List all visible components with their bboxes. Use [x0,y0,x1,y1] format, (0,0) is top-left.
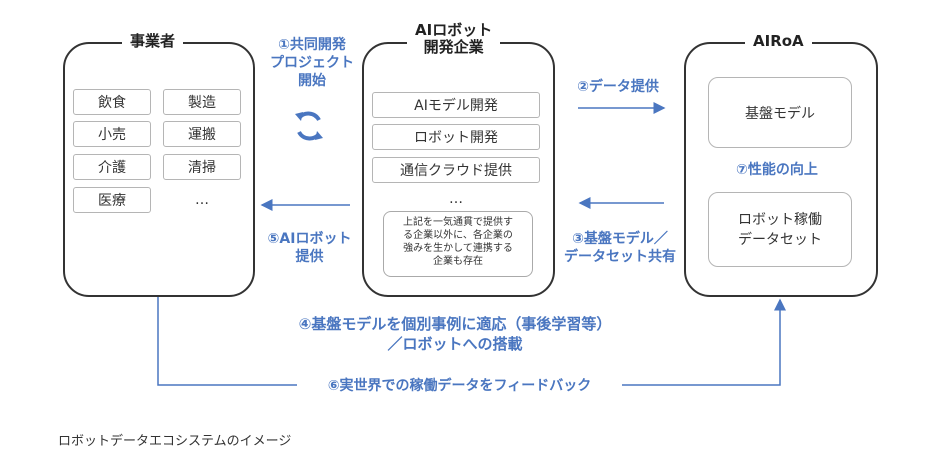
operators-title: 事業者 [122,33,184,50]
developer-item: ロボット開発 [372,124,540,150]
dataset-node: ロボット稼働 データセット [708,192,852,267]
developer-item: 通信クラウド提供 [372,157,540,183]
operator-item: 小売 [73,121,151,147]
feedback-arrow-tail [622,298,786,386]
step1-label: ①共同開発 プロジェクト 開始 [270,37,354,89]
operator-item: 医療 [73,187,151,213]
step7-label: ⑦性能の向上 [736,162,818,178]
operator-item: 介護 [73,154,151,180]
step2-label: ②データ提供 [577,79,659,95]
step3-label: ③基盤モデル／ データセット共有 [564,231,676,265]
developer-note: 上記を一気通貫で提供す る企業以外に、各企業の 強みを生かして連携する 企業も存… [383,211,533,277]
operator-item: 運搬 [163,121,241,147]
step4-label: ④基盤モデルを個別事例に適応（事後学習等） ／ロボットへの搭載 [298,315,612,353]
developer-item: AIモデル開発 [372,92,540,118]
feedback-arrow [157,296,297,386]
step5-label: ⑤AIロボット 提供 [267,231,352,265]
operator-item: 飲食 [73,89,151,115]
operator-item: 清掃 [163,154,241,180]
developers-title: AIロボット 開発企業 [407,22,501,56]
developer-item-more: … [449,191,463,207]
operator-item-more: … [195,192,209,208]
foundation-model-node: 基盤モデル [708,77,852,148]
figure-caption: ロボットデータエコシステムのイメージ [58,434,292,449]
operator-item: 製造 [163,89,241,115]
step6-label: ⑥実世界での稼働データをフィードバック [327,378,592,394]
cycle-arrows-icon [295,111,323,141]
airoa-title: AIRoA [745,33,812,50]
